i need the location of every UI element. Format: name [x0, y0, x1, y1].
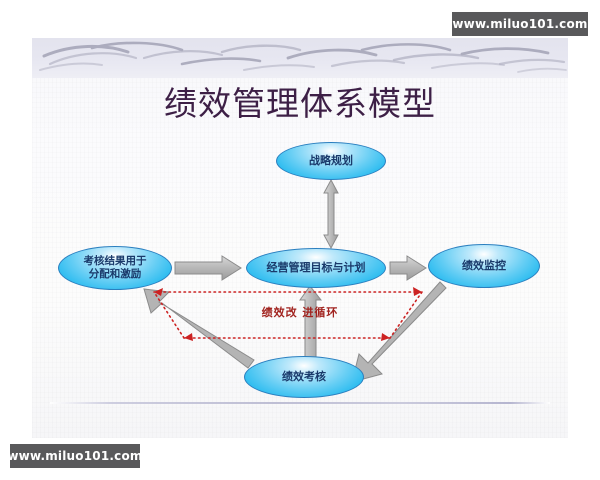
node-performance-monitor[interactable]: 绩效监控 — [428, 244, 540, 288]
node-performance-review[interactable]: 绩效考核 — [244, 356, 364, 398]
slide-divider-line — [50, 402, 550, 404]
watermark-top: www.miluo101.com — [452, 12, 588, 36]
presentation-slide: 绩效管理体系模型 — [32, 38, 568, 438]
node-results-allocation-label-line1: 考核结果用于 — [83, 254, 147, 267]
node-strategic-planning[interactable]: 战略规划 — [276, 142, 386, 180]
connector-left-to-center — [174, 255, 242, 281]
slide-header-decoration — [32, 38, 568, 78]
connector-center-to-right — [389, 255, 427, 281]
node-strategic-planning-label: 战略规划 — [309, 154, 353, 168]
node-results-allocation-label-line2: 分配和激励 — [88, 268, 142, 280]
connector-bottom-to-center — [299, 285, 323, 365]
connector-bottom-to-left — [143, 288, 255, 369]
connector-right-to-bottom — [351, 281, 447, 383]
node-performance-review-label: 绩效考核 — [282, 370, 326, 384]
watermark-bottom: www.miluo101.com — [7, 444, 142, 468]
node-results-allocation-label: 考核结果用于 分配和激励 — [84, 255, 147, 281]
node-business-goals-plan-label: 经营管理目标与计划 — [266, 261, 366, 275]
node-performance-monitor-label: 绩效监控 — [462, 259, 506, 273]
cycle-dotted-path — [153, 291, 423, 339]
connector-center-to-top — [323, 178, 339, 250]
diagram-canvas — [32, 38, 568, 438]
node-results-allocation[interactable]: 考核结果用于 分配和激励 — [58, 246, 172, 290]
page-title: 绩效管理体系模型 — [164, 84, 436, 123]
node-business-goals-plan[interactable]: 经营管理目标与计划 — [246, 248, 386, 288]
cycle-dotted-arrowheads — [154, 287, 422, 341]
